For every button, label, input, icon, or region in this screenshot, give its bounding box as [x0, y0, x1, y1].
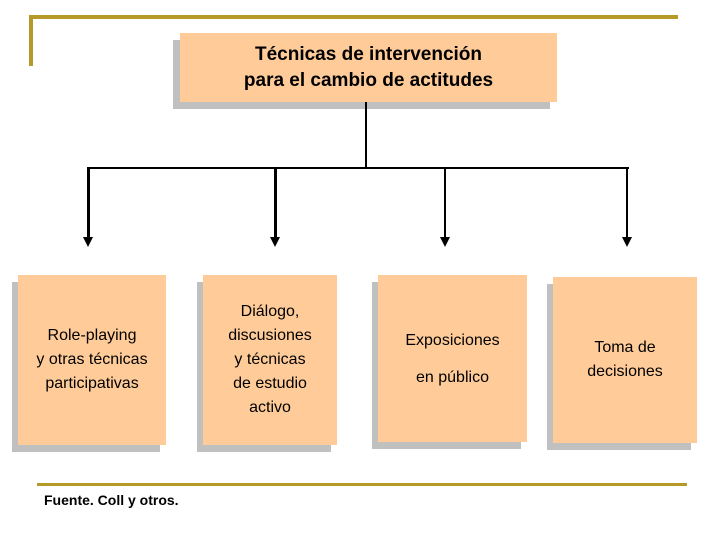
arrow-down-icon [622, 237, 632, 247]
left-accent-line [29, 15, 33, 66]
arrow-down-icon [270, 237, 280, 247]
node-toma-decisiones: Toma de decisiones [553, 277, 697, 443]
arrow-shaft [626, 168, 628, 238]
node-line: discusiones [228, 327, 312, 344]
footer-accent-line [37, 483, 687, 486]
top-accent-line [30, 15, 678, 19]
node-line: y otras técnicas [36, 351, 148, 368]
title-line-2: para el cambio de actitudes [243, 69, 494, 91]
arrow-shaft [444, 168, 446, 238]
node-line: y técnicas [234, 351, 306, 368]
node-line: activo [249, 399, 291, 416]
arrow-shaft [87, 168, 90, 238]
arrow-down-icon [440, 237, 450, 247]
node-line: Toma de [594, 339, 656, 356]
node-dialogo: Diálogo, discusiones y técnicas de estud… [203, 275, 337, 445]
title-line-1: Técnicas de intervención [254, 43, 483, 65]
connector-stub-line [365, 102, 367, 168]
arrow-shaft [274, 168, 277, 238]
node-role-playing: Role-playing y otras técnicas participat… [18, 275, 166, 445]
node-exposiciones: Exposiciones en público [378, 275, 527, 442]
arrow-down-icon [83, 237, 93, 247]
node-line: participativas [45, 375, 139, 392]
node-line: decisiones [587, 363, 663, 380]
node-line: Diálogo, [240, 303, 300, 320]
connector-horizontal-line [87, 167, 629, 169]
footer-source-text: Fuente. Coll y otros. [44, 492, 179, 508]
node-line: Exposiciones [405, 331, 500, 349]
title-box: Técnicas de intervención para el cambio … [180, 33, 557, 102]
node-line: Role-playing [47, 327, 137, 344]
node-line: de estudio [233, 375, 307, 392]
node-line: en público [416, 368, 489, 386]
